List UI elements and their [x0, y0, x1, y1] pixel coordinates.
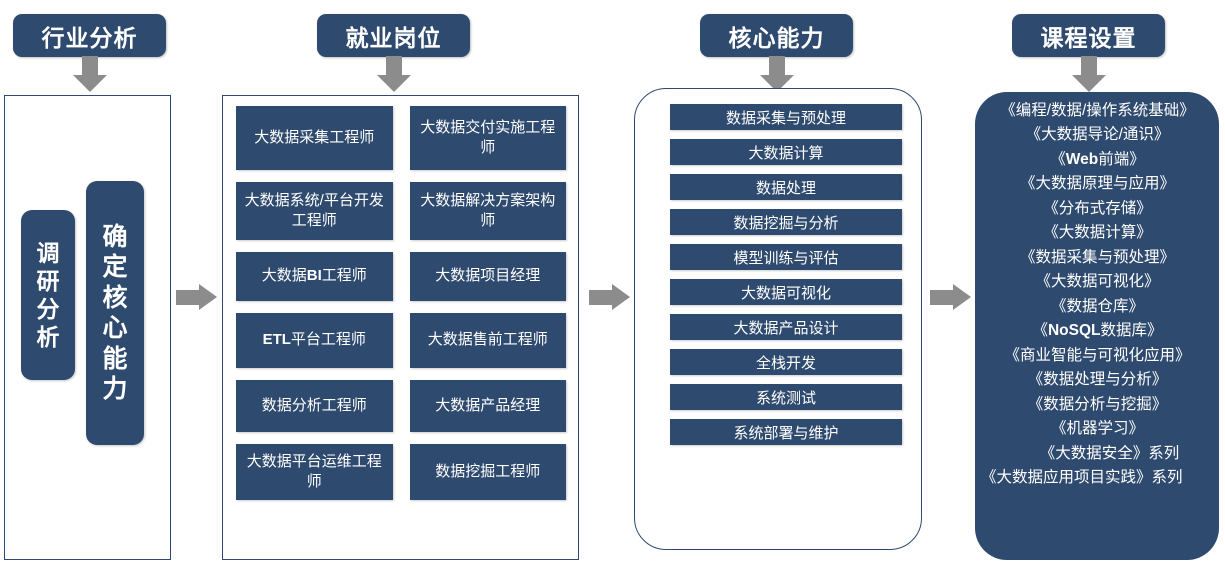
job-label: 数据挖掘工程师 [435, 462, 541, 480]
header-industry-analysis[interactable]: 行业分析 [13, 14, 166, 57]
arrow-shaft [769, 56, 785, 76]
course-item[interactable]: 《大数据应用项目实践》系列 [981, 469, 1183, 487]
skill-label: 全栈开发 [755, 354, 816, 372]
job-label: 大数据项目经理 [435, 267, 541, 285]
job-label: 大数据解决方案架构师 [420, 191, 556, 229]
skill-bar[interactable]: 系统部署与维护 [670, 419, 902, 445]
course-item[interactable]: 《NoSQL数据库》 [1032, 322, 1163, 340]
down-arrow-icon-4 [1072, 56, 1106, 92]
course-list: 《编程/数据/操作系统基础》 《大数据导论/通识》 《Web前端》 《大数据原理… [975, 99, 1220, 491]
arrow-shaft [1081, 56, 1097, 76]
header-label: 行业分析 [41, 24, 138, 51]
right-arrow-icon-2 [589, 284, 630, 311]
course-item[interactable]: 《分布式存储》 [1043, 199, 1152, 217]
course-item[interactable]: 《数据仓库》 [1050, 297, 1144, 315]
course-item[interactable]: 《数据采集与预处理》 [1019, 248, 1175, 266]
skill-bar[interactable]: 大数据可视化 [670, 279, 902, 305]
job-box[interactable]: 数据挖掘工程师 [409, 444, 566, 500]
job-label: 大数据平台运维工程师 [246, 452, 382, 490]
arrow-head [760, 75, 794, 92]
course-item[interactable]: 《数据分析与挖掘》 [1027, 395, 1168, 413]
job-box[interactable]: 大数据采集工程师 [236, 106, 393, 170]
job-box[interactable]: 大数据产品经理 [409, 380, 566, 432]
job-box[interactable]: 大数据系统/平台开发工程师 [236, 182, 393, 240]
job-label: 大数据交付实施工程师 [420, 118, 556, 156]
course-item[interactable]: 《编程/数据/操作系统基础》 [1000, 102, 1195, 119]
header-employment-positions[interactable]: 就业岗位 [317, 14, 470, 57]
arrow-shaft [386, 56, 402, 76]
skill-bar[interactable]: 数据采集与预处理 [670, 104, 902, 130]
arrow-head [953, 284, 971, 310]
skill-bar[interactable]: 模型训练与评估 [670, 244, 902, 270]
pill-label: 调研分析 [36, 239, 60, 351]
header-core-competency[interactable]: 核心能力 [700, 14, 853, 57]
arrow-head [377, 75, 411, 92]
skill-bar[interactable]: 大数据产品设计 [670, 314, 902, 340]
arrow-shaft [82, 56, 98, 76]
skill-label: 系统测试 [755, 389, 816, 407]
job-label: 大数据产品经理 [435, 396, 541, 414]
skill-label: 数据处理 [755, 179, 816, 197]
header-label: 课程设置 [1040, 24, 1137, 51]
down-arrow-icon-3 [760, 56, 794, 92]
course-item[interactable]: 《数据处理与分析》 [1027, 371, 1168, 389]
job-label: 数据分析工程师 [261, 396, 367, 414]
panel-course-setup [975, 92, 1219, 560]
pill-label: 确定核心能力 [102, 222, 128, 404]
course-item[interactable]: 《大数据安全》系列 [1039, 444, 1180, 462]
job-label: ETL平台工程师 [262, 331, 366, 349]
skill-list: 数据采集与预处理 大数据计算 数据处理 数据挖掘与分析 模型训练与评估 大数据可… [670, 104, 902, 445]
skill-label: 大数据计算 [748, 144, 824, 162]
skill-bar[interactable]: 系统测试 [670, 384, 902, 410]
header-label: 核心能力 [728, 24, 825, 51]
arrow-shaft [930, 290, 954, 305]
job-box[interactable]: ETL平台工程师 [236, 313, 393, 368]
right-arrow-icon-3 [930, 284, 971, 311]
job-label: 大数据采集工程师 [254, 128, 375, 146]
job-grid: 大数据采集工程师 大数据交付实施工程师 大数据系统/平台开发工程师 大数据解决方… [236, 106, 566, 500]
arrow-shaft [589, 290, 613, 305]
skill-label: 模型训练与评估 [733, 249, 839, 267]
course-item[interactable]: 《Web前端》 [1050, 150, 1145, 168]
job-label: 大数据售前工程师 [427, 331, 548, 349]
pill-core-competency[interactable]: 确定核心能力 [86, 181, 144, 445]
job-box[interactable]: 大数据售前工程师 [409, 313, 566, 368]
down-arrow-icon-1 [73, 56, 107, 92]
skill-bar[interactable]: 数据挖掘与分析 [670, 209, 902, 235]
skill-label: 数据挖掘与分析 [733, 214, 839, 232]
skill-label: 大数据可视化 [740, 284, 831, 302]
skill-bar[interactable]: 大数据计算 [670, 139, 902, 165]
job-box[interactable]: 大数据解决方案架构师 [409, 182, 566, 240]
job-box[interactable]: 大数据交付实施工程师 [409, 106, 566, 170]
course-item[interactable]: 《商业智能与可视化应用》 [1004, 346, 1191, 364]
job-label: 大数据BI工程师 [261, 267, 367, 285]
down-arrow-icon-2 [377, 56, 411, 92]
job-box[interactable]: 数据分析工程师 [236, 380, 393, 432]
arrow-head [612, 284, 630, 310]
skill-bar[interactable]: 数据处理 [670, 174, 902, 200]
course-item[interactable]: 《机器学习》 [1050, 420, 1144, 438]
right-arrow-icon-1 [176, 284, 217, 311]
job-box[interactable]: 大数据项目经理 [409, 252, 566, 301]
course-item[interactable]: 《大数据可视化》 [1035, 273, 1160, 291]
arrow-head [1072, 75, 1106, 92]
skill-bar[interactable]: 全栈开发 [670, 349, 902, 375]
arrow-head [199, 284, 217, 310]
course-item[interactable]: 《大数据导论/通识》 [1025, 126, 1170, 144]
skill-label: 数据采集与预处理 [725, 109, 846, 127]
pill-research-analysis[interactable]: 调研分析 [21, 210, 75, 380]
arrow-shaft [176, 290, 200, 305]
arrow-head [73, 75, 107, 92]
skill-label: 大数据产品设计 [733, 319, 839, 337]
header-course-setup[interactable]: 课程设置 [1012, 14, 1165, 57]
course-item[interactable]: 《大数据原理与应用》 [1019, 175, 1175, 193]
skill-label: 系统部署与维护 [733, 424, 839, 442]
job-box[interactable]: 大数据平台运维工程师 [236, 444, 393, 500]
job-label: 大数据系统/平台开发工程师 [244, 191, 384, 229]
job-box[interactable]: 大数据BI工程师 [236, 252, 393, 301]
header-label: 就业岗位 [345, 24, 442, 51]
course-item[interactable]: 《大数据计算》 [1043, 224, 1152, 242]
